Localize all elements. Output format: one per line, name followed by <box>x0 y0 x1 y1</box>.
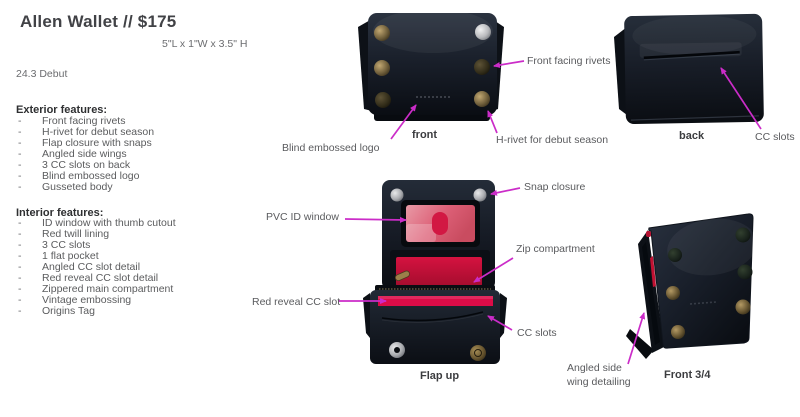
snap-stud <box>390 188 404 202</box>
annotation-flap-cc-slots: CC slots <box>517 327 557 339</box>
flap-up-left-wing <box>363 293 370 338</box>
angled-cc-slot-line <box>381 311 484 322</box>
exterior-features-heading: Exterior features: <box>16 104 108 116</box>
rivet <box>475 24 491 40</box>
rivet <box>375 92 391 108</box>
rivet <box>474 91 490 107</box>
interior-feature-item: Vintage embossing <box>0 295 176 307</box>
season-debut: 24.3 Debut <box>16 68 68 80</box>
rivet <box>668 248 682 262</box>
thumb-cutout <box>432 212 448 235</box>
snap-base <box>470 345 486 361</box>
annotation-back-cc-slots: CC slots <box>755 131 795 143</box>
annotation-front-facing-rivets: Front facing rivets <box>527 55 611 67</box>
snap-stud <box>473 188 487 202</box>
rivet <box>737 264 753 280</box>
back-left-wing <box>614 27 627 115</box>
flap-up-view-photo <box>363 180 507 364</box>
interior-feature-item: Red reveal CC slot detail <box>0 273 176 285</box>
front-face <box>648 213 754 349</box>
annotation-angled-side-wing-line2: wing detailing <box>567 376 631 388</box>
rivet <box>735 299 751 315</box>
rivet <box>666 286 680 300</box>
interior-features-heading: Interior features: <box>16 207 104 219</box>
rivet <box>671 325 685 339</box>
interior-feature-item: Origins Tag <box>0 306 176 318</box>
annotation-blind-embossed-logo: Blind embossed logo <box>282 142 380 154</box>
red-interior-sliver <box>650 256 656 287</box>
page-title: Allen Wallet // $175 <box>20 12 177 31</box>
exterior-features-list: Front facing rivets H-rivet for debut se… <box>0 116 154 194</box>
annotation-angled-side-wing-line1: Angled side <box>567 362 622 374</box>
exterior-feature-item: H-rivet for debut season <box>0 127 154 139</box>
spine-edge <box>642 242 660 345</box>
zipper-pull <box>394 270 410 282</box>
front-three-quarter-view-photo <box>626 213 757 359</box>
exterior-feature-item: Gusseted body <box>0 182 154 194</box>
exterior-feature-item: Angled side wings <box>0 149 154 161</box>
caption-back: back <box>679 130 705 142</box>
exterior-feature-item: Blind embossed logo <box>0 171 154 183</box>
product-dimensions: 5"L x 1"W x 3.5" H <box>162 38 248 50</box>
back-view-photo <box>614 13 764 125</box>
caption-flap-up: Flap up <box>420 370 460 382</box>
caption-front-three-quarter: Front 3/4 <box>664 369 711 381</box>
flap-up-right-wing <box>500 293 507 338</box>
annotation-pvc-id-window: PVC ID window <box>266 211 339 223</box>
front-flap <box>368 13 497 115</box>
interior-feature-item: 1 flat pocket <box>0 251 176 263</box>
interior-feature-item: 3 CC slots <box>0 240 176 252</box>
red-reveal-cc-slot <box>378 296 493 306</box>
zipper-peek <box>646 231 651 237</box>
annotation-angled-side-wing: Angled side wing detailing <box>567 361 631 389</box>
interior-feature-item: ID window with thumb cutout <box>0 218 176 230</box>
exterior-feature-item: Flap closure with snaps <box>0 138 154 150</box>
annotation-zip-compartment: Zip compartment <box>516 243 595 255</box>
back-cc-slot-line <box>643 50 740 60</box>
exterior-feature-item: Front facing rivets <box>0 116 154 128</box>
embossed-logo-mark <box>689 301 717 305</box>
red-twill-lining <box>396 257 482 286</box>
rivet <box>374 25 390 41</box>
rivet <box>474 59 490 75</box>
annotation-red-reveal-cc-slot: Red reveal CC slot <box>252 296 341 308</box>
caption-front: front <box>412 129 438 141</box>
annotation-snap-closure: Snap closure <box>524 181 586 193</box>
front-view-photo <box>358 9 504 121</box>
interior-feature-item: Zippered main compartment <box>0 284 176 296</box>
annotation-h-rivet: H-rivet for debut season <box>496 134 609 146</box>
exterior-feature-item: 3 CC slots on back <box>0 160 154 172</box>
rivet <box>735 227 751 243</box>
interior-features-list: ID window with thumb cutout Red twill li… <box>0 218 176 318</box>
interior-feature-item: Angled CC slot detail <box>0 262 176 274</box>
interior-feature-item: Red twill lining <box>0 229 176 241</box>
rivet <box>374 60 390 76</box>
